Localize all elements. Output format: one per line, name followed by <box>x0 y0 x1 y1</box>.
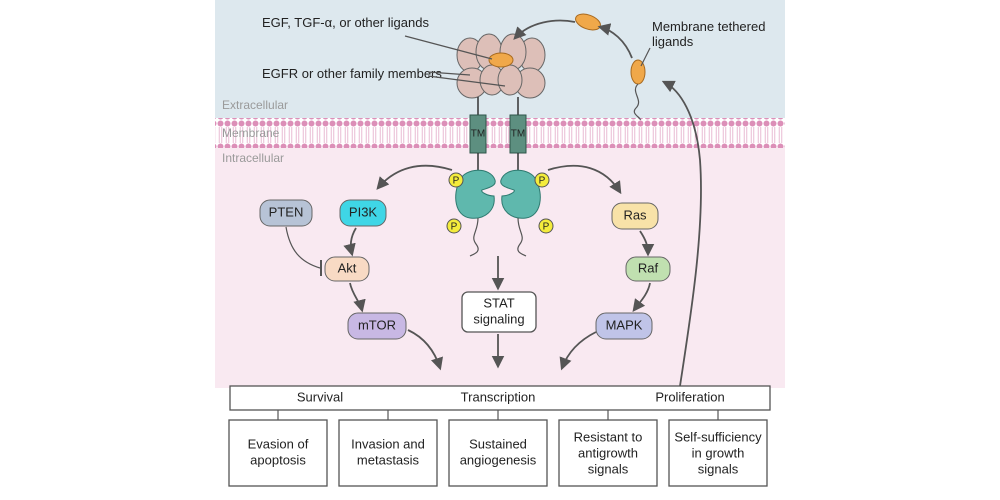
phospho-site <box>448 172 464 188</box>
phospho-sites: P P P P <box>446 172 554 234</box>
ligands-label: EGF, TGF-α, or other ligands <box>262 15 429 30</box>
svg-text:P: P <box>453 176 460 187</box>
bound-ligand <box>488 52 514 68</box>
hallmark-text: apoptosis <box>250 452 306 467</box>
phospho-site <box>538 218 554 234</box>
hallmark-text: signals <box>588 461 629 476</box>
mapk-node <box>595 312 653 340</box>
receptor-left-ecd <box>456 33 505 99</box>
hallmark-box: Sustained angiogenesis <box>448 419 548 487</box>
stat-node <box>461 291 537 333</box>
outcome-proliferation: Proliferation <box>655 389 724 404</box>
svg-text:P: P <box>543 222 550 233</box>
tm-label-right: TM <box>511 129 525 140</box>
hallmark-box: Self-sufficiency in growth signals <box>668 419 768 487</box>
raf-label: Raf <box>638 260 659 275</box>
kinase-domain-right <box>500 169 541 219</box>
pten-label: PTEN <box>269 204 304 219</box>
hallmark-text: signals <box>698 461 739 476</box>
tm-label-left: TM <box>471 129 485 140</box>
receptor-right-ecd <box>497 33 546 99</box>
extracellular-label: Extracellular <box>222 98 288 112</box>
akt-label: Akt <box>338 260 357 275</box>
hallmark-text: Invasion and <box>351 436 425 451</box>
hallmark-text: metastasis <box>357 452 420 467</box>
pi3k-label: PI3K <box>349 204 378 219</box>
outcome-transcription: Transcription <box>461 389 536 404</box>
ras-label: Ras <box>623 207 647 222</box>
hallmark-text: antigrowth <box>578 445 638 460</box>
kinase-domain-left <box>455 169 496 219</box>
hallmark-box: Resistant to antigrowth signals <box>558 419 658 487</box>
hallmark-text: Self-sufficiency <box>674 429 762 444</box>
pi3k-node <box>339 199 387 227</box>
stat-label-line2: signaling <box>473 311 524 326</box>
raf-node <box>625 256 671 282</box>
hallmark-text: angiogenesis <box>460 452 537 467</box>
hallmark-text: in growth <box>692 445 745 460</box>
membrane-label: Membrane <box>222 126 280 140</box>
mapk-label: MAPK <box>606 317 643 332</box>
outcomes-bar <box>229 385 771 411</box>
tethered-label-line2: ligands <box>652 34 694 49</box>
hallmark-text: Evasion of <box>248 436 309 451</box>
outcome-survival: Survival <box>297 389 343 404</box>
intracellular-label: Intracellular <box>222 151 284 165</box>
tethered-ligand <box>630 59 646 85</box>
mtor-node <box>347 312 407 340</box>
receptors-label: EGFR or other family members <box>262 66 442 81</box>
tethered-label-line1: Membrane tethered <box>652 19 765 34</box>
hallmark-box: Invasion and metastasis <box>338 419 438 487</box>
hallmark-text: Sustained <box>469 436 527 451</box>
svg-text:P: P <box>539 176 546 187</box>
mtor-label: mTOR <box>358 317 396 332</box>
hallmark-box: Evasion of apoptosis <box>228 419 328 487</box>
pten-node <box>259 199 313 227</box>
phospho-site <box>534 172 550 188</box>
membrane-bilayer <box>215 118 785 148</box>
akt-node <box>324 256 370 282</box>
ras-node <box>611 202 659 230</box>
stat-label-line1: STAT <box>483 295 514 310</box>
intracellular-region <box>215 148 785 388</box>
svg-text:P: P <box>451 222 458 233</box>
phospho-site <box>446 218 462 234</box>
hallmark-text: Resistant to <box>574 429 643 444</box>
